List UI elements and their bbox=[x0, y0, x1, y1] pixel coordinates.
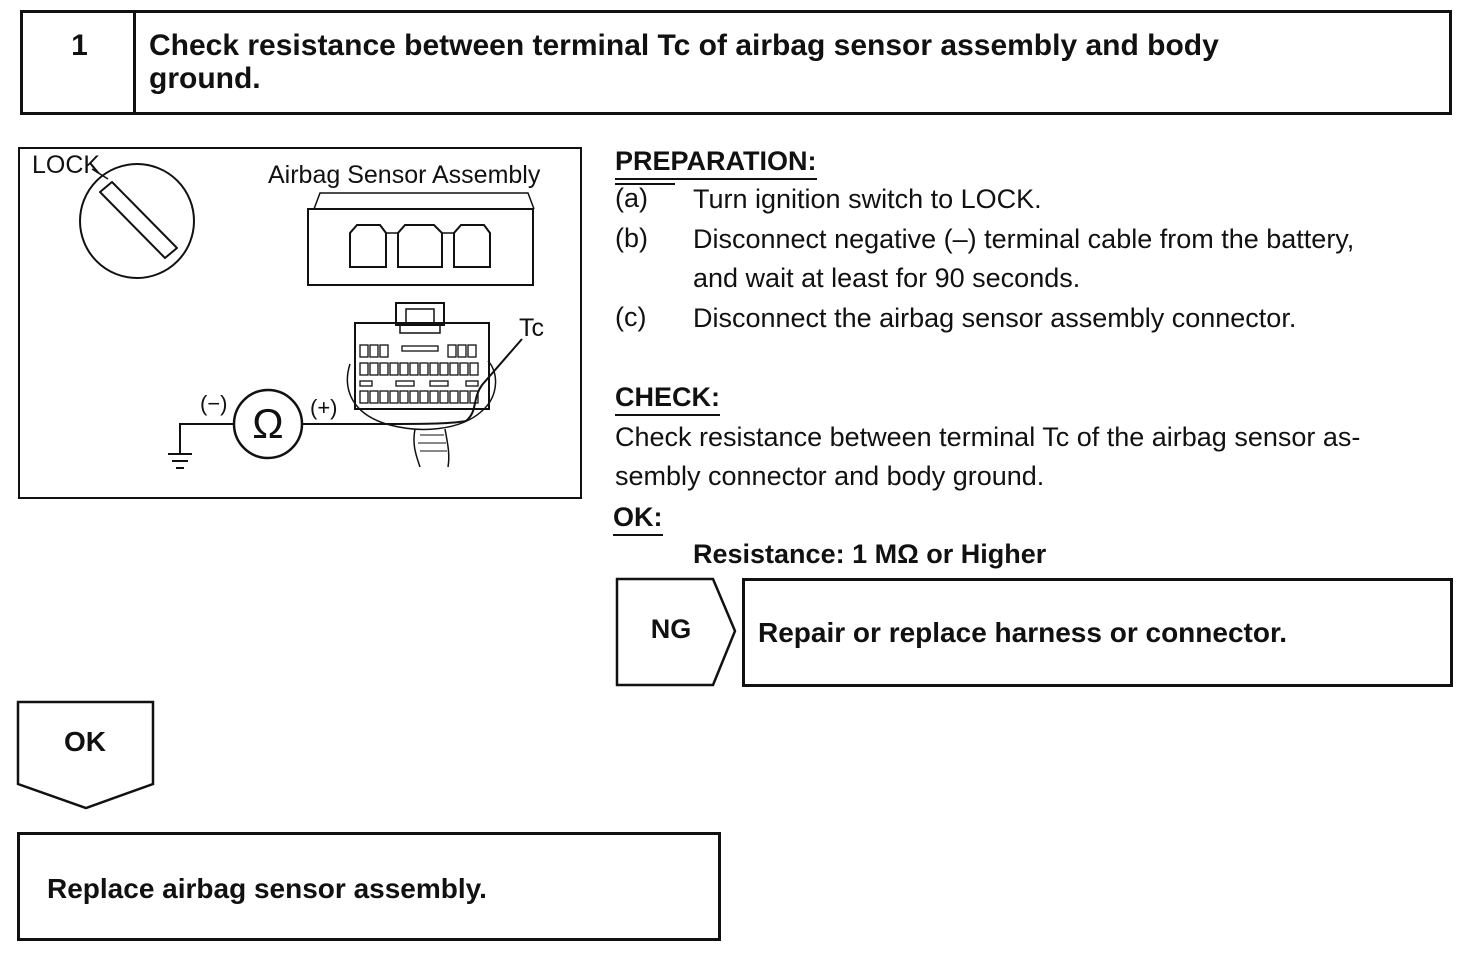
prep-item-a-letter: (a) bbox=[615, 183, 648, 213]
negative-probe-label: (−) bbox=[200, 391, 228, 416]
prep-item-b-letter: (b) bbox=[615, 223, 648, 253]
lock-label: LOCK bbox=[32, 151, 101, 179]
prep-item-a-text: Turn ignition switch to LOCK. bbox=[693, 184, 1042, 214]
ng-action-box: Repair or replace harness or connector. bbox=[742, 578, 1453, 687]
connector-icon bbox=[346, 302, 497, 468]
ok-label: OK bbox=[64, 726, 106, 757]
step-title-line-2: ground. bbox=[149, 62, 261, 95]
preparation-heading: PREPARATION: bbox=[615, 146, 817, 180]
ok-action-text: Replace airbag sensor assembly. bbox=[47, 873, 487, 904]
check-heading: CHECK: bbox=[615, 382, 720, 416]
ohm-symbol: Ω bbox=[252, 400, 284, 447]
check-text-line-2: sembly connector and body ground. bbox=[615, 461, 1045, 491]
ok-spec-value: Resistance: 1 MΩ or Higher bbox=[693, 539, 1047, 569]
ng-arrow-icon bbox=[615, 577, 737, 687]
ignition-key-icon bbox=[79, 163, 195, 279]
preparation-rule bbox=[615, 183, 675, 185]
ng-label: NG bbox=[650, 614, 692, 644]
ground-icon bbox=[168, 453, 192, 469]
ng-action-text: Repair or replace harness or connector. bbox=[758, 617, 1288, 648]
prep-item-c-letter: (c) bbox=[615, 302, 647, 332]
prep-item-b-text-1: Disconnect negative (–) terminal cable f… bbox=[693, 224, 1355, 254]
ok-arrow-icon bbox=[16, 700, 155, 810]
diagram-drawing bbox=[79, 163, 535, 469]
step-number: 1 bbox=[71, 29, 88, 62]
wiring-diagram: LOCK Airbag Sensor Assembly Tc (−) (+) Ω bbox=[18, 147, 582, 499]
sensor-assembly-icon bbox=[307, 192, 535, 286]
step-number-cell: 1 bbox=[23, 13, 136, 112]
step-header: 1 Check resistance between terminal Tc o… bbox=[20, 10, 1452, 115]
prep-item-b-text-2: and wait at least for 90 seconds. bbox=[693, 263, 1081, 293]
prep-item-c-text: Disconnect the airbag sensor assembly co… bbox=[693, 303, 1297, 333]
step-title-line-1: Check resistance between terminal Tc of … bbox=[149, 29, 1219, 62]
check-text-line-1: Check resistance between terminal Tc of … bbox=[615, 422, 1361, 452]
step-title: Check resistance between terminal Tc of … bbox=[149, 29, 1429, 95]
terminal-tc-label: Tc bbox=[519, 314, 544, 342]
positive-probe-label: (+) bbox=[310, 395, 338, 420]
sensor-assembly-label: Airbag Sensor Assembly bbox=[268, 161, 541, 189]
ohmmeter-icon bbox=[179, 388, 467, 460]
ok-action-box: Replace airbag sensor assembly. bbox=[17, 832, 721, 941]
ok-spec-label: OK: bbox=[613, 502, 663, 536]
